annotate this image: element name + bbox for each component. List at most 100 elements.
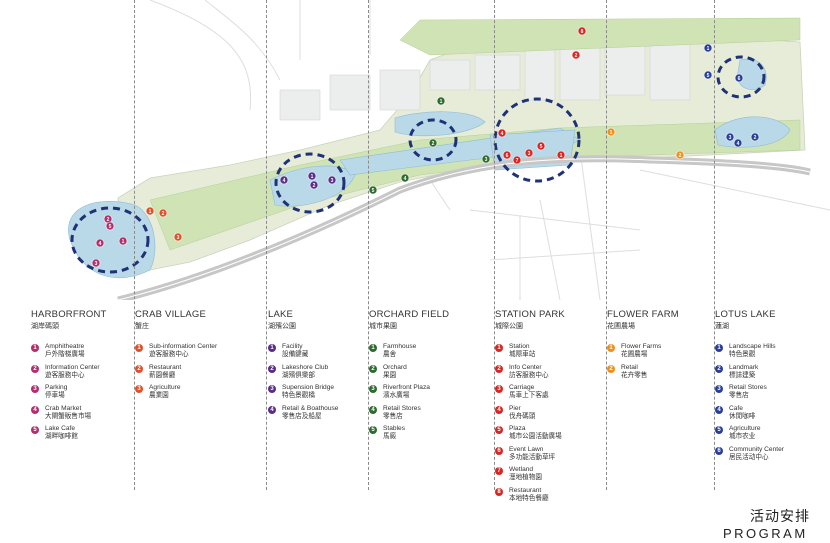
legend-item-cn: 溼地植物園 <box>509 474 542 481</box>
svg-text:3: 3 <box>95 261 98 267</box>
urban-blocks <box>279 39 691 121</box>
svg-text:8: 8 <box>581 29 584 35</box>
legend-item-en: Riverfront Plaza <box>383 384 430 391</box>
zone-title: CRAB VILLAGE <box>135 309 207 320</box>
legend-item-cn: 農業園 <box>149 392 169 399</box>
number-badge: 5 <box>715 426 723 434</box>
legend-item-cn: 居民活动中心 <box>729 453 769 461</box>
map-marker-crab-village-2: 2 <box>158 208 168 218</box>
map-marker-orchard-field-2: 2 <box>428 138 438 148</box>
legend-item-cn: 零售店 <box>383 412 403 420</box>
green-belts <box>149 17 801 251</box>
map-marker-lake-1: 1 <box>307 171 317 181</box>
svg-text:5: 5 <box>372 188 375 194</box>
legend-item-cn: 湖殯俱樂部 <box>282 371 315 379</box>
number-badge: 4 <box>715 405 723 414</box>
legend-item-cn: 遊客服務中心 <box>149 351 189 358</box>
legend-item-en: Agriculture <box>149 384 181 391</box>
legend-item-cn: 特色景觀橋 <box>282 392 315 399</box>
zone-title: ORCHARD FIELD <box>369 309 450 320</box>
zone-subtitle: 城際公園 <box>495 323 523 330</box>
svg-text:3: 3 <box>331 178 334 184</box>
zone-divider <box>494 0 495 490</box>
map-marker-station-park-8: 8 <box>577 26 587 36</box>
number-badge: 3 <box>715 385 723 393</box>
svg-text:4: 4 <box>737 141 740 147</box>
svg-text:1: 1 <box>560 153 563 159</box>
number-badge: 2 <box>268 364 276 373</box>
map-marker-station-park-3: 3 <box>524 148 534 158</box>
legend-item-en: Community Center <box>729 445 784 453</box>
number-badge: 4 <box>369 405 377 414</box>
map-marker-lake-4: 4 <box>279 175 289 185</box>
legend-item-en: Flower Farms <box>621 343 662 350</box>
svg-text:5: 5 <box>540 144 543 150</box>
context-roads <box>149 0 830 300</box>
legend-item-cn: 訪客服務中心 <box>509 371 549 379</box>
number-badge: 1 <box>31 344 39 352</box>
number-badge: 1 <box>369 344 377 352</box>
legend-item-cn: 零售店 <box>729 392 749 399</box>
legend-item-en: Landmark <box>729 363 759 371</box>
svg-text:2: 2 <box>107 217 110 223</box>
svg-text:1: 1 <box>149 209 152 215</box>
map-marker-harborfront-1: 1 <box>118 236 128 246</box>
number-badge: 4 <box>31 405 39 414</box>
number-badge: 3 <box>135 385 143 393</box>
legend-item-en: Pier <box>509 404 521 412</box>
legend-item-cn: 花圃農場 <box>621 351 648 358</box>
map-marker-station-park-4: 4 <box>497 128 507 138</box>
zone-divider <box>606 0 607 490</box>
number-badge: 2 <box>135 364 143 373</box>
number-badge: 5 <box>31 426 39 434</box>
number-badge: 1 <box>715 344 723 352</box>
legend-item-cn: 城際車站 <box>509 351 536 358</box>
legend-item-cn: 本地特色餐廳 <box>509 494 549 502</box>
zone-subtitle: 蓮湖 <box>715 323 729 330</box>
legend-item-cn: 城市农业 <box>729 433 756 440</box>
zone-divider <box>368 0 369 490</box>
number-badge: 3 <box>31 385 39 393</box>
map-marker-lake-2: 2 <box>309 180 319 190</box>
legend-item-en: Station <box>509 343 530 350</box>
svg-text:2: 2 <box>432 141 435 147</box>
legend-item-en: Crab Market <box>45 404 82 412</box>
legend-item-cn: 馬車上下客處 <box>509 392 549 399</box>
map-marker-station-park-6: 6 <box>502 150 512 160</box>
map-marker-harborfront-4: 4 <box>95 238 105 248</box>
legend-item-en: Retail Stores <box>383 404 421 412</box>
zone-divider <box>266 0 267 490</box>
legend-item-cn: 城市公園活動廣場 <box>509 433 562 440</box>
legend-item-cn: 薪園餐廳 <box>149 371 176 379</box>
